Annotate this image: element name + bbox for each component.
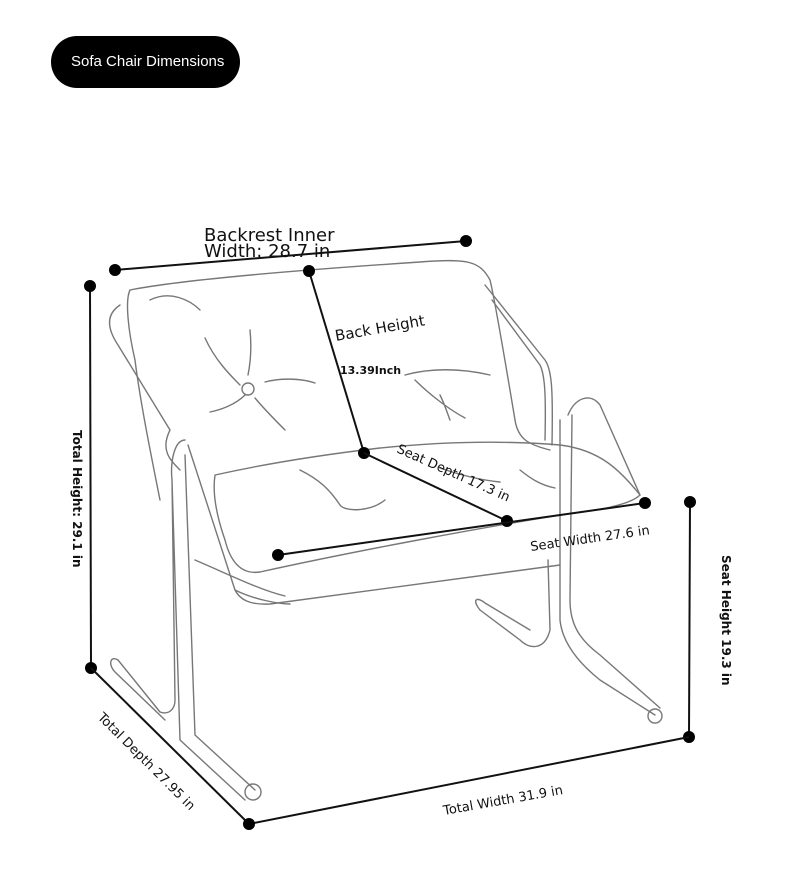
total-width-line xyxy=(248,736,690,825)
title-badge: Sofa Chair Dimensions xyxy=(51,36,240,88)
left-frame xyxy=(108,304,561,801)
total-depth-label: Total Depth 27.95 in xyxy=(93,710,197,814)
backrest-width-label-2: Width: 28.7 in xyxy=(204,241,330,262)
seat-height-label: Seat Height 19.3 in xyxy=(719,555,733,686)
chair-sketch xyxy=(108,259,663,801)
dimension-dot xyxy=(84,280,96,292)
cushion-button xyxy=(241,382,255,396)
seat-height-line xyxy=(688,501,691,738)
back-height-line xyxy=(308,270,365,454)
backrest-width-label-1: Backrest Inner xyxy=(204,225,335,246)
seat-cushion xyxy=(213,441,641,574)
seat-depth-line xyxy=(363,452,508,522)
dimension-dot xyxy=(460,235,472,247)
seat-width-label: Seat Width 27.6 in xyxy=(529,523,650,555)
dimension-dot xyxy=(501,515,513,527)
back-height-label: Back Height xyxy=(334,311,427,345)
backrest-cushion xyxy=(126,259,551,501)
dimension-dot xyxy=(303,265,315,277)
dimension-dot xyxy=(684,496,696,508)
total-depth-line xyxy=(90,667,250,825)
back-height-value: 13.39Inch xyxy=(340,364,401,377)
total-width-label: Total Width 31.9 in xyxy=(441,783,564,819)
dimension-dot xyxy=(272,549,284,561)
dimension-labels: Backrest Inner Width: 28.7 in Back Heigh… xyxy=(70,225,733,819)
dimension-dot xyxy=(109,264,121,276)
total-height-line xyxy=(89,285,92,669)
total-height-label: Total Height: 29.1 in xyxy=(70,430,84,568)
seat-width-line xyxy=(277,502,646,556)
dimension-dot xyxy=(639,497,651,509)
dimension-lines xyxy=(84,235,696,830)
backrest-width-line xyxy=(114,240,467,271)
dimension-dot xyxy=(243,818,255,830)
right-frame xyxy=(475,284,661,716)
title-text: Sofa Chair Dimensions xyxy=(71,53,225,70)
